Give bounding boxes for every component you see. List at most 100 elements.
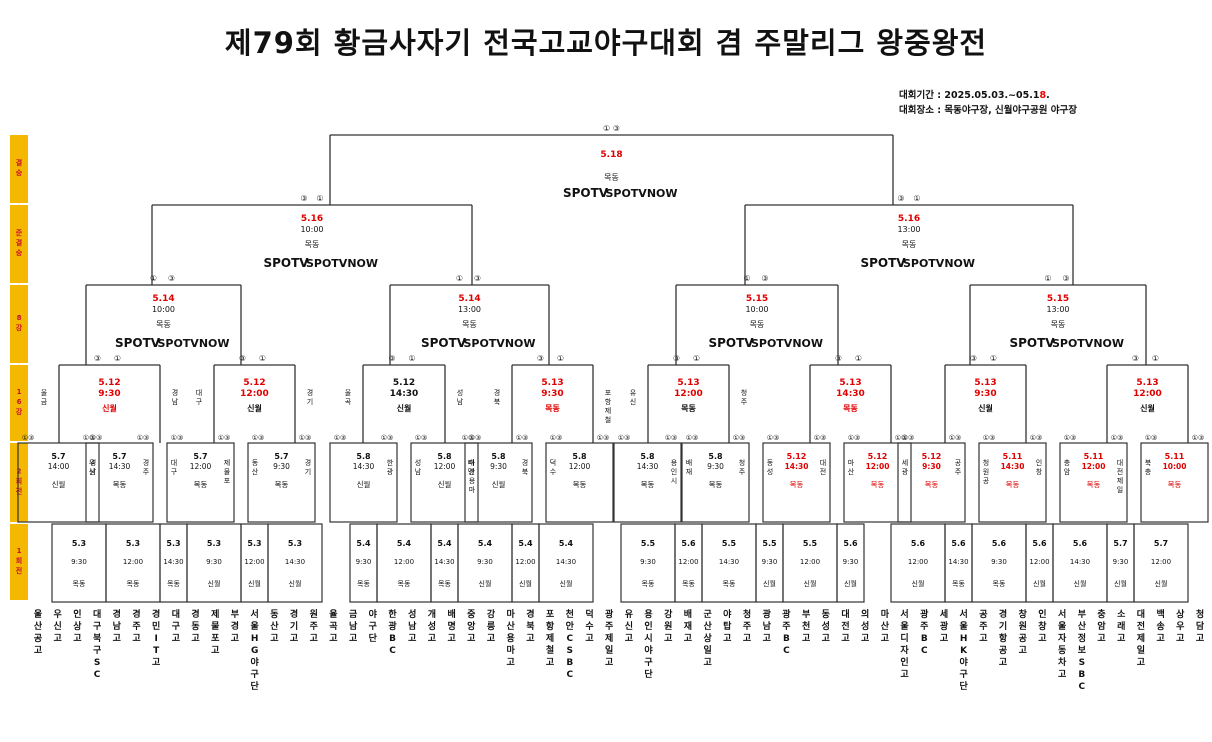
r1-time: 12:00 [515, 558, 535, 566]
r16-time: 12:00 [240, 389, 269, 399]
r16-venue: 신월 [1140, 403, 1155, 413]
r1-date: 5.5 [803, 539, 818, 548]
r2-time: 9:30 [273, 462, 290, 471]
seed-marks: ①③ [462, 434, 475, 442]
seed-mark: ③ [537, 354, 544, 363]
r1-venue: 신월 [248, 579, 261, 588]
r1-venue: 신월 [844, 579, 857, 588]
r1-time: 14:30 [1070, 558, 1090, 566]
r1-date: 5.6 [951, 539, 966, 548]
r2-date: 5.7 [274, 452, 288, 461]
r1-date: 5.5 [762, 539, 777, 548]
r1-date: 5.5 [722, 539, 737, 548]
r2-venue: 목동 [1006, 480, 1020, 489]
qf-venue: 목동 [1051, 320, 1066, 329]
r16-date: 5.12 [243, 378, 265, 388]
r16-date: 5.13 [839, 378, 861, 388]
r1-venue: 목동 [398, 580, 411, 588]
r2-venue: 신월 [492, 479, 506, 489]
r1-time: 9:30 [991, 558, 1007, 566]
seed-mark: ③ [168, 274, 175, 283]
seed-marks: ①③ [665, 434, 678, 442]
r16-date: 5.13 [974, 378, 996, 388]
r2-time: 14:30 [109, 462, 131, 471]
r2-venue: 목동 [790, 480, 804, 489]
r16-date: 5.13 [541, 378, 563, 388]
r1-venue: 신월 [1033, 579, 1046, 588]
r1-venue: 목동 [357, 580, 370, 588]
r2-venue: 목동 [113, 480, 127, 489]
r2-venue: 신월 [52, 479, 66, 489]
seed-mark: ③ [94, 354, 101, 363]
seed-mark: ③ [761, 274, 768, 283]
r16-date: 5.13 [677, 378, 699, 388]
r1-venue: 신월 [1155, 579, 1168, 588]
seed-marks: ①③ [949, 434, 962, 442]
period-suffix: . [1046, 90, 1050, 101]
r1-time: 12:00 [678, 558, 698, 566]
r1-time: 12:00 [244, 558, 264, 566]
r1-date: 5.5 [641, 539, 656, 548]
sf-time: 10:00 [300, 225, 323, 234]
sf-venue: 목동 [305, 240, 320, 249]
r1-date: 5.4 [478, 539, 493, 548]
round-label-box [10, 135, 28, 203]
qf-venue: 목동 [462, 320, 477, 329]
spotv-logo: SPOTV [860, 256, 906, 270]
qf-date: 5.15 [746, 294, 768, 304]
r2-date: 5.7 [51, 452, 65, 461]
r2-date: 5.8 [356, 452, 371, 461]
qf-time: 13:00 [458, 305, 481, 314]
r2-time: 12:00 [190, 462, 212, 471]
r1-time: 14:30 [163, 558, 183, 566]
r16-time: 9:30 [541, 389, 563, 399]
r1-date: 5.4 [437, 539, 452, 548]
period-text: 대회기간 : 2025.05.03.~05.1 [899, 90, 1040, 101]
r1-venue: 신월 [289, 579, 302, 588]
r2-date: 5.7 [112, 452, 126, 461]
seed-mark: ③ [1062, 274, 1069, 283]
spotv-logo: SPOTV [1009, 336, 1055, 350]
spotv-logo: SPOTV [708, 336, 754, 350]
r16-venue: 신월 [978, 403, 993, 413]
r1-date: 5.3 [126, 539, 140, 548]
period-end-digit: 8 [1039, 90, 1047, 101]
r1-match-box [836, 523, 865, 603]
r1-time: 12:00 [908, 558, 928, 566]
seed-marks: ①③ [171, 434, 184, 442]
qf-venue: 목동 [750, 320, 765, 329]
seed-mark: ③ [1132, 354, 1139, 363]
